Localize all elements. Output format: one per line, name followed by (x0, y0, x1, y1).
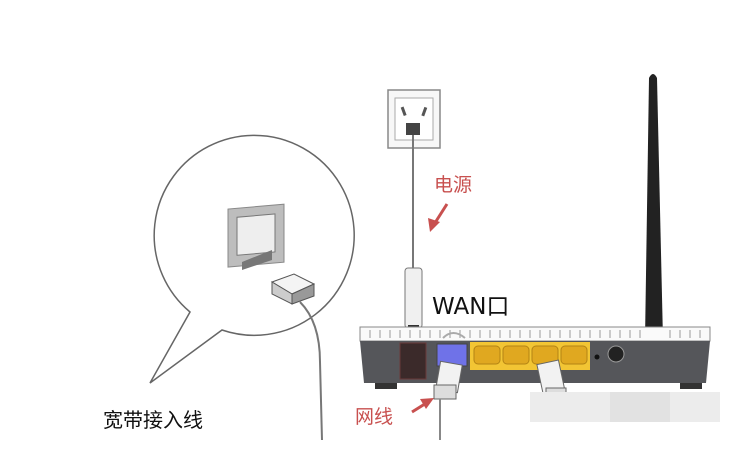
router-icon (359, 326, 711, 389)
arrow-icon (428, 203, 449, 232)
rj45-jack-icon (227, 203, 285, 270)
broadband-line-label: 宽带接入线 (103, 408, 203, 432)
arrow-icon (411, 398, 434, 414)
antenna-icon (645, 74, 663, 340)
ethernet-plug-icon (270, 273, 323, 441)
power-label: 电源 (434, 174, 473, 196)
wan-port-label: WAN口 (432, 294, 510, 320)
network-cable-label: 网线 (355, 406, 394, 428)
wall-outlet-icon (387, 89, 441, 149)
ethernet-plug-icon (433, 332, 466, 440)
